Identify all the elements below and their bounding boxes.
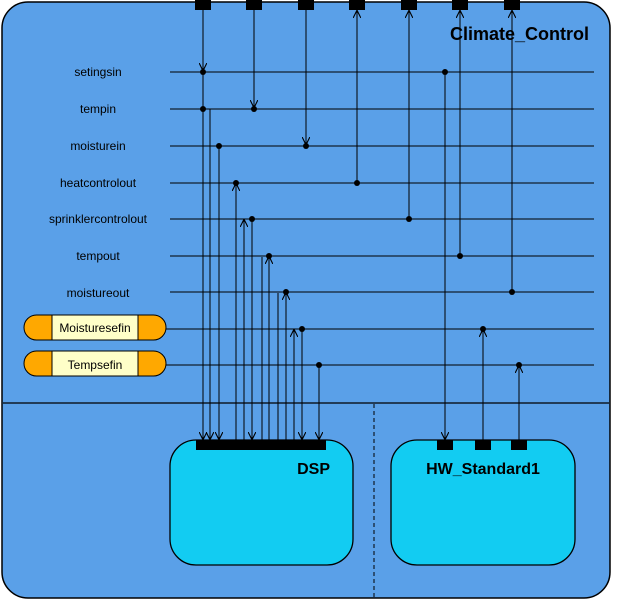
dsp-block[interactable]: DSP: [169, 439, 354, 566]
external-port: [195, 0, 211, 10]
external-port: [504, 0, 520, 10]
hw-connections: [445, 72, 519, 441]
junction-dot: [200, 69, 206, 75]
junction-dots: [200, 69, 522, 368]
junction-dot: [266, 253, 272, 259]
external-connections: [203, 10, 512, 292]
junction-dot: [354, 180, 360, 186]
hw-port: [437, 440, 453, 450]
state-function-moisturesefin[interactable]: Moisturesefin: [23, 314, 167, 341]
hw-standard1-label: HW_Standard1: [426, 461, 540, 478]
junction-dot: [249, 216, 255, 222]
external-port: [349, 0, 365, 10]
junction-dot: [283, 289, 289, 295]
signal-label-sprinklercontrolout: sprinklercontrolout: [49, 212, 148, 226]
hw-port: [475, 440, 491, 450]
signal-label-setingsin: setingsin: [74, 65, 121, 79]
external-port: [246, 0, 262, 10]
state-function-label-tempsefin: Tempsefin: [68, 358, 123, 372]
signal-label-tempin: tempin: [80, 102, 116, 116]
signal-label-moistureout: moistureout: [67, 286, 130, 300]
junction-dot: [200, 106, 206, 112]
dsp-port-bar: [196, 440, 326, 450]
state-function-tempsefin[interactable]: Tempsefin: [23, 350, 167, 377]
junction-dot: [406, 216, 412, 222]
external-port: [298, 0, 314, 10]
junction-dot: [516, 362, 522, 368]
state-function-label-moisturesefin: Moisturesefin: [59, 321, 130, 335]
junction-dot: [303, 143, 309, 149]
dsp-connections: [203, 72, 319, 441]
hw-standard1-block[interactable]: HW_Standard1: [390, 439, 576, 566]
signal-label-tempout: tempout: [76, 249, 120, 263]
junction-dot: [442, 69, 448, 75]
junction-dot: [316, 362, 322, 368]
climate-control-title: Climate_Control: [450, 24, 589, 44]
junction-dot: [457, 253, 463, 259]
signal-label-moisturein: moisturein: [70, 139, 125, 153]
junction-dot: [509, 289, 515, 295]
junction-dot: [216, 143, 222, 149]
signal-lines: [166, 71, 594, 366]
junction-dot: [299, 326, 305, 332]
external-port: [452, 0, 468, 10]
junction-dot: [480, 326, 486, 332]
signal-label-heatcontrolout: heatcontrolout: [60, 176, 137, 190]
dsp-label: DSP: [297, 461, 330, 478]
hw-port: [511, 440, 527, 450]
external-port: [401, 0, 417, 10]
external-ports: [195, 0, 520, 10]
junction-dot: [251, 106, 257, 112]
junction-dot: [233, 180, 239, 186]
